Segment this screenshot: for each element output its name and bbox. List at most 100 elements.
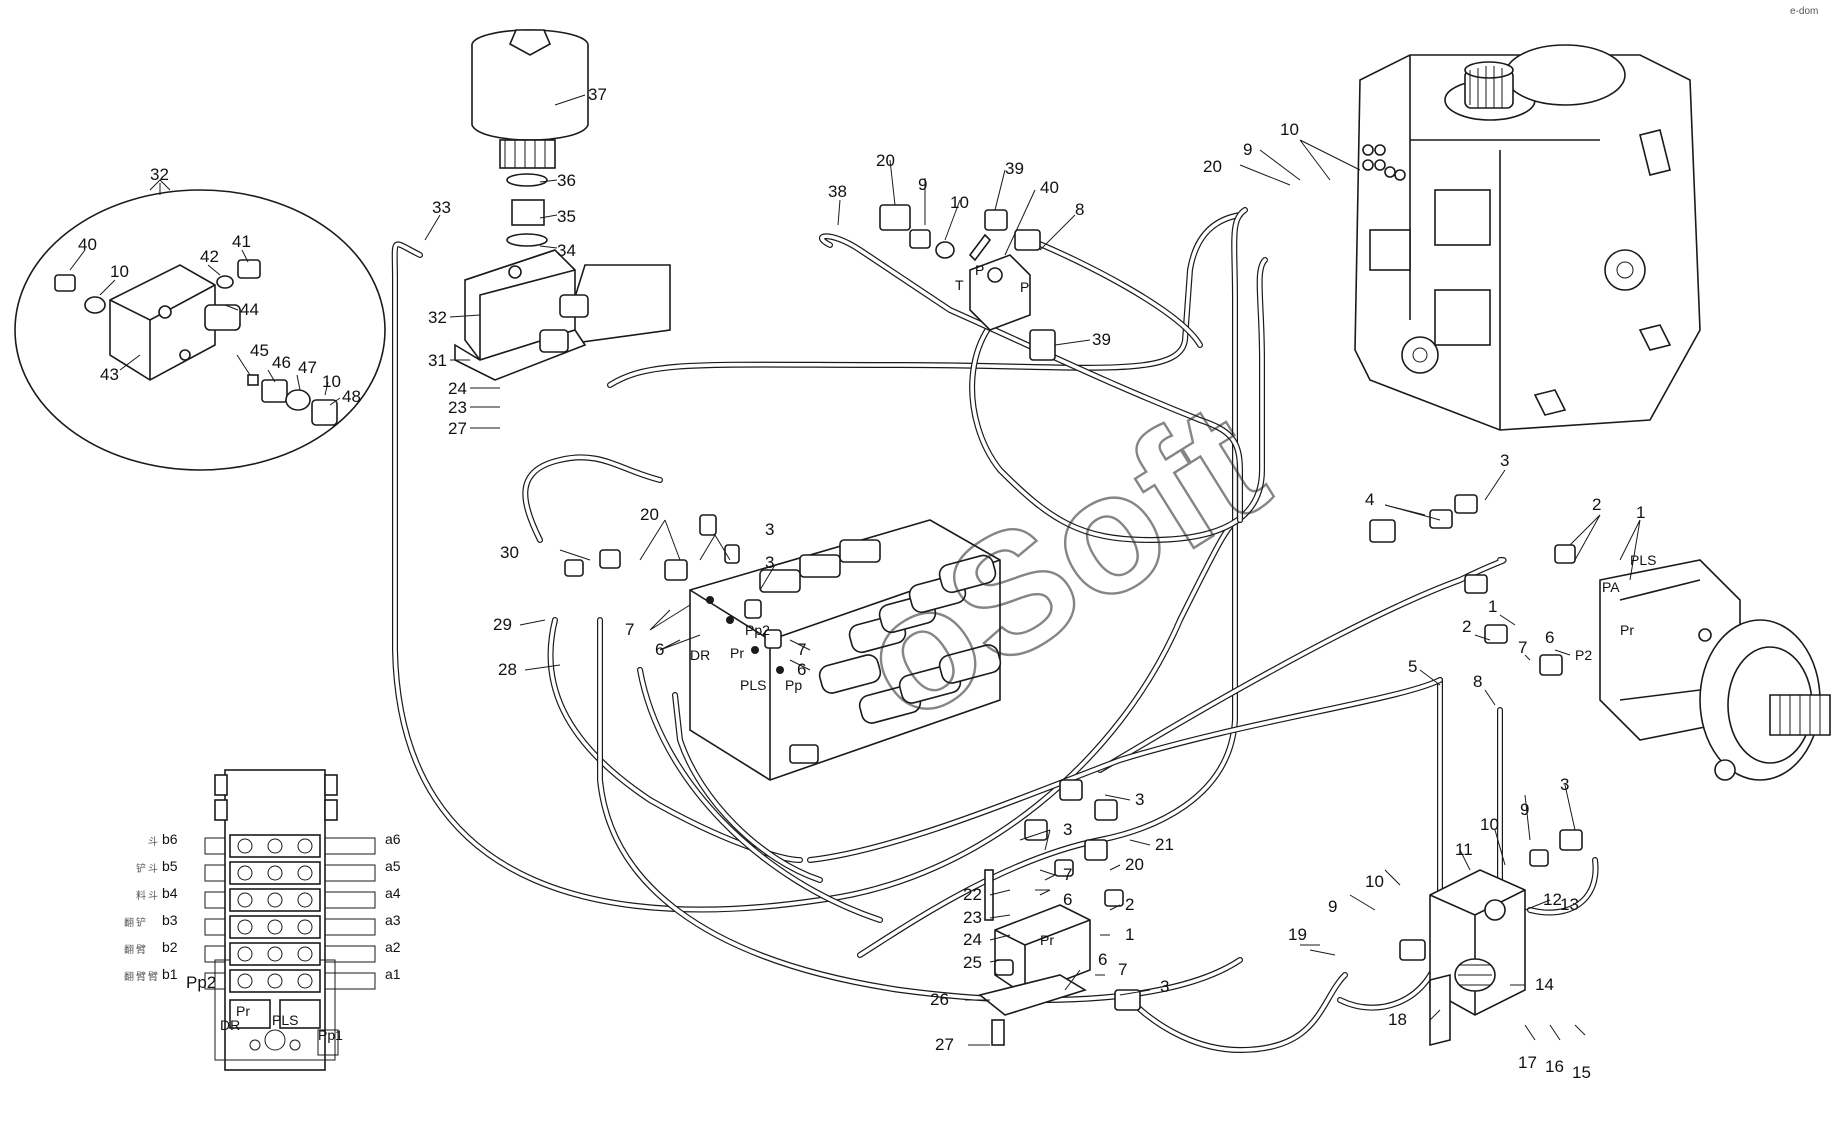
part-label-3-lower-c: 3 <box>1160 977 1169 996</box>
port-label-T: T <box>955 277 964 293</box>
part-label-2-pump: 2 <box>1462 617 1471 636</box>
part-label-11: 11 <box>1455 840 1473 859</box>
sch-glyph-7: 臂 <box>136 943 146 956</box>
hose-b-in <box>608 213 1242 387</box>
part-label-40-top: 40 <box>1040 178 1059 197</box>
part-label-16: 16 <box>1545 1057 1564 1076</box>
manifold-block-25 <box>978 869 1091 1046</box>
manifold-block-32 <box>454 249 671 381</box>
part-label-10-detail-b: 10 <box>322 372 341 391</box>
part-label-22: 22 <box>963 885 982 904</box>
sch-glyph-6: 翻 <box>124 944 134 956</box>
port-label-Pr-pump: Pr <box>1620 622 1634 638</box>
part-label-28: 28 <box>498 660 517 679</box>
part-label-23: 23 <box>448 398 467 417</box>
hose-a-in <box>392 242 1242 912</box>
sch-glyph-0: 斗 <box>148 836 158 848</box>
part-label-10-tank: 10 <box>1280 120 1299 139</box>
part-label-32-detail: 32 <box>150 165 169 184</box>
part-label-9-top: 9 <box>918 175 927 194</box>
part-label-6-lower-b: 6 <box>1098 950 1107 969</box>
part-label-20-top: 20 <box>876 151 895 170</box>
port-label-Pp-valve: Pp <box>785 677 802 693</box>
part-label-44: 44 <box>240 300 259 319</box>
corner-mark: e-dom <box>1790 6 1818 17</box>
filter-element <box>471 29 589 247</box>
part-label-48: 48 <box>342 387 361 406</box>
port-label-Pr-valve: Pr <box>730 645 744 661</box>
part-label-45: 45 <box>250 341 269 360</box>
port-label-P-b: P <box>1020 279 1029 295</box>
sch-glyph-9: 臂 <box>136 970 146 983</box>
part-label-19: 19 <box>1288 925 1307 944</box>
part-label-25: 25 <box>963 953 982 972</box>
part-label-23-lower: 23 <box>963 908 982 927</box>
part-label-2-right: 2 <box>1592 495 1601 514</box>
hose-p-in <box>1128 973 1347 1052</box>
hose-i-in <box>598 618 1242 1002</box>
part-label-7-pump: 7 <box>1518 638 1527 657</box>
schematic-rows <box>229 834 321 993</box>
part-label-20-valve: 20 <box>640 505 659 524</box>
part-label-46: 46 <box>272 353 291 372</box>
hose-j-in <box>638 668 882 922</box>
part-label-36: 36 <box>557 171 576 190</box>
port-label-DR-valve: DR <box>690 647 710 663</box>
hose-f-in <box>1028 238 1202 347</box>
part-labels: 37 36 35 34 32 31 24 23 27 33 32 40 10 4… <box>78 85 1645 1082</box>
part-label-47: 47 <box>298 358 317 377</box>
part-label-13: 13 <box>1560 895 1579 914</box>
sch-a1: a1 <box>385 966 401 982</box>
hose-o-in <box>808 678 1442 862</box>
hose-q-in <box>1528 858 1598 915</box>
hose-f <box>1027 237 1203 348</box>
part-label-39-top: 39 <box>1005 159 1024 178</box>
part-label-10-filter-b: 10 <box>1365 872 1384 891</box>
sch-glyph-8: 翻 <box>124 971 134 983</box>
part-label-18: 18 <box>1388 1010 1407 1029</box>
port-label-Pr-manifold: Pr <box>1040 932 1054 948</box>
sch-pp1: Pp1 <box>318 1027 343 1043</box>
part-label-7-valve: 7 <box>625 620 634 639</box>
port-label-PLS-valve: PLS <box>740 677 766 693</box>
part-label-20-lower: 20 <box>1125 855 1144 874</box>
part-label-7-lower-b: 7 <box>1118 960 1127 979</box>
sch-b4: b4 <box>162 885 178 901</box>
sch-glyph-3: 料 <box>136 889 146 902</box>
part-label-29: 29 <box>493 615 512 634</box>
part-label-5: 5 <box>1408 657 1417 676</box>
port-label-Pp2-valve: Pp2 <box>745 622 770 638</box>
part-label-6-pump: 6 <box>1545 628 1554 647</box>
part-label-10-detail: 10 <box>110 262 129 281</box>
sch-glyph-2: 斗 <box>148 863 158 875</box>
part-label-35: 35 <box>557 207 576 226</box>
part-label-26: 26 <box>930 990 949 1009</box>
part-label-27-lower: 27 <box>935 1035 954 1054</box>
port-label-P-a: P <box>975 262 984 278</box>
part-label-6-valve: 6 <box>655 640 664 659</box>
hose-g-in <box>523 455 662 542</box>
part-label-1-right: 1 <box>1636 503 1645 522</box>
part-label-8-pump: 8 <box>1473 672 1482 691</box>
part-label-32: 32 <box>428 308 447 327</box>
hose-l-in <box>1098 558 1506 772</box>
part-label-21: 21 <box>1155 835 1174 854</box>
part-label-1-pump: 1 <box>1488 597 1497 616</box>
fittings <box>564 494 1583 1011</box>
main-control-valve <box>689 519 1002 781</box>
part-label-20-tank: 20 <box>1203 157 1222 176</box>
detail-view-32 <box>14 179 386 471</box>
part-label-15: 15 <box>1572 1063 1591 1082</box>
part-label-9-filter-b: 9 <box>1328 897 1337 916</box>
hose-lines <box>391 207 1599 1054</box>
valve-schematic: b6 b5 b4 b3 b2 b1 a6 a5 a4 a3 a2 a1 斗 铲 … <box>124 769 401 1071</box>
part-label-27: 27 <box>448 419 467 438</box>
sch-b1: b1 <box>162 966 178 982</box>
sch-a4: a4 <box>385 885 401 901</box>
part-label-3-right: 3 <box>1500 451 1509 470</box>
part-label-42: 42 <box>200 247 219 266</box>
part-label-9-tank: 9 <box>1243 140 1252 159</box>
part-label-24: 24 <box>448 379 467 398</box>
